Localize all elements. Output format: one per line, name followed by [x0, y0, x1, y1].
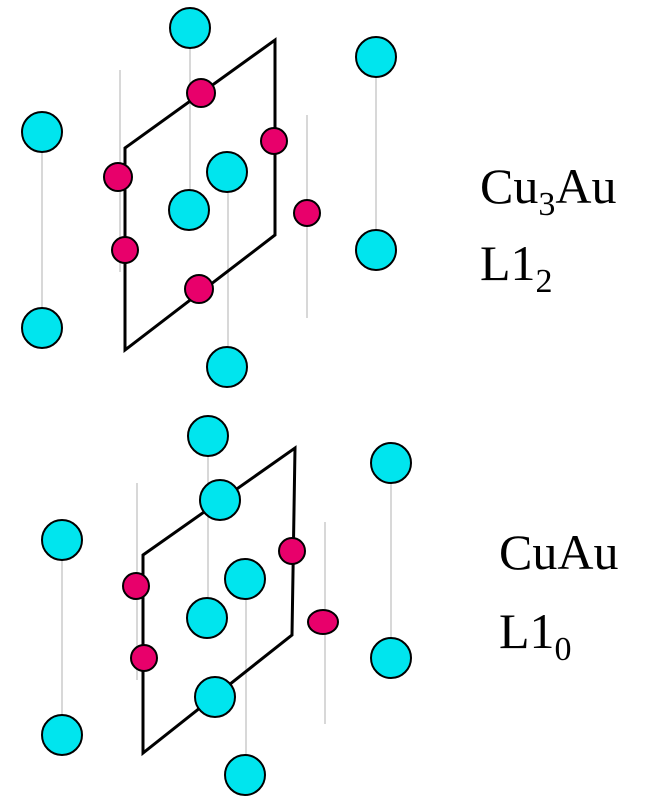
au-atom	[293, 199, 321, 227]
unit-cell-outline	[123, 37, 277, 354]
cu-atom	[355, 36, 397, 78]
au-atom	[186, 78, 216, 108]
au-atom	[103, 162, 133, 192]
formula-label-cuau: CuAu	[499, 524, 618, 580]
cu-atom	[168, 189, 210, 231]
atoms-bottom	[41, 415, 412, 796]
cu-atom	[199, 479, 241, 521]
cu-atom	[355, 229, 397, 271]
cu-atom	[169, 7, 211, 49]
au-atom	[260, 127, 288, 155]
structure-type-label-l10: L10	[499, 603, 572, 668]
au-atom	[184, 274, 214, 304]
cu-atom	[186, 597, 228, 639]
au-atom	[122, 572, 150, 600]
atoms-top	[21, 7, 397, 388]
cu-atom	[224, 754, 266, 796]
cu-atom	[206, 346, 248, 388]
cu-atom	[370, 637, 412, 679]
unit-cell-outline	[141, 445, 297, 757]
cu-atom	[206, 151, 248, 193]
cu-atom	[41, 519, 83, 561]
cu-atom	[194, 676, 236, 718]
cu-atom	[224, 558, 266, 600]
au-atom	[111, 236, 139, 264]
rods-top	[41, 28, 377, 368]
formula-label-cu3au: Cu3Au	[480, 158, 616, 223]
au-atom	[307, 609, 339, 635]
cu-atom	[187, 415, 229, 457]
cu-atom	[21, 111, 63, 153]
cu-atom	[41, 714, 83, 756]
au-atom	[130, 644, 158, 672]
structure-type-label-l12: L12	[480, 235, 553, 300]
structure-cuau: CuAu L10	[41, 415, 618, 796]
structure-cu3au: Cu3Au L12	[21, 7, 616, 388]
cu-atom	[21, 307, 63, 349]
cu-atom	[370, 442, 412, 484]
au-atom	[278, 537, 306, 565]
